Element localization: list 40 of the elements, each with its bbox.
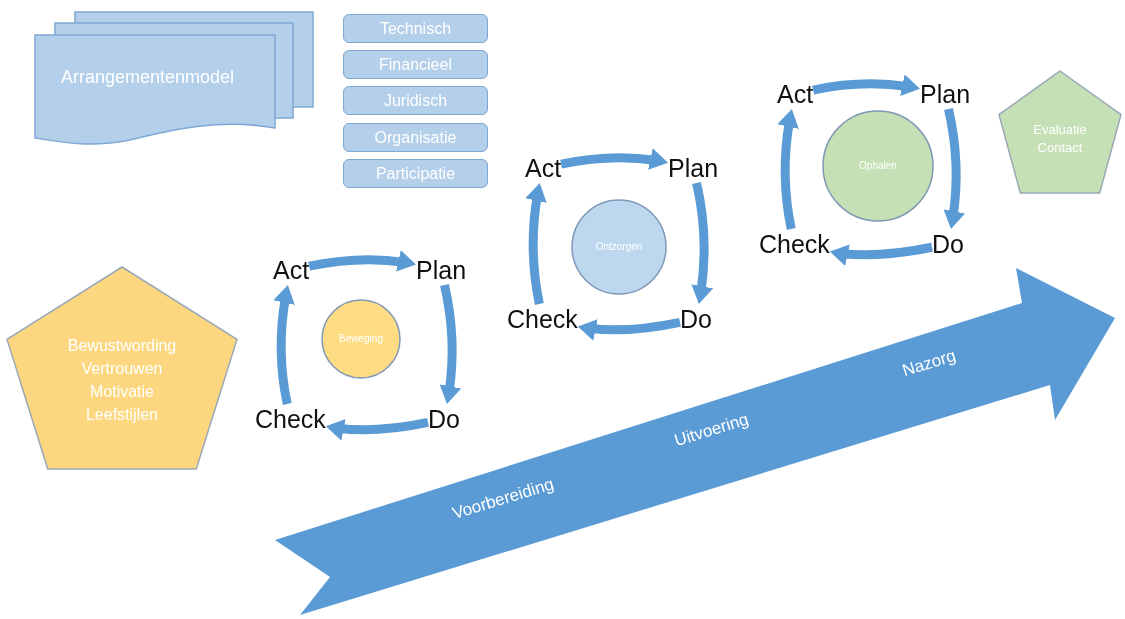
pentagon-text: Evaluatie [1033,120,1087,139]
curved-arrow [943,108,965,230]
curved-arrow [325,417,429,441]
category-tag: Technisch [343,14,488,43]
cycle-step-label: Plan [920,79,971,109]
cycle-step-label: Plan [668,153,719,183]
curved-arrow [439,284,461,405]
curved-arrow [560,148,669,171]
cycle-step-label: Check [759,229,830,259]
cycle-step-label: Do [680,304,712,334]
curved-arrow [577,317,681,341]
category-tag: Juridisch [343,86,488,115]
pentagon-text: Motivatie [90,382,154,403]
curved-arrow [777,108,800,230]
cycle-step-label: Do [428,404,460,434]
curved-arrow [308,250,417,272]
curved-arrow [273,284,296,405]
curved-arrow [812,74,921,97]
category-tag: Organisatie [343,123,488,152]
cycle-step-label: Do [932,229,964,259]
circle-label: Ontzorgen [595,239,643,254]
cycle-step-label: Check [255,404,326,434]
circle-label: Ophalen [859,158,897,173]
curved-arrow [829,242,933,266]
circle-label: Beweging [339,331,383,346]
document-label: Arrangementenmodel [60,66,235,90]
cycle-step-label: Act [777,79,814,109]
cycle-step-label: Act [273,255,310,285]
category-tag: Financieel [343,50,488,79]
category-tag: Participatie [343,159,488,188]
pentagon-text: Bewustwording [67,335,177,356]
curved-arrow [525,182,548,305]
pentagon-text: Leefstijlen [85,405,158,426]
phase-label: Nazorg [900,345,959,382]
cycle-step-label: Act [525,153,562,183]
cycle-step-label: Plan [416,255,467,285]
pentagon-text: Contact [1037,139,1083,158]
cycle-step-label: Check [507,304,578,334]
curved-arrow [691,182,713,305]
pentagon-text: Vertrouwen [81,359,163,380]
